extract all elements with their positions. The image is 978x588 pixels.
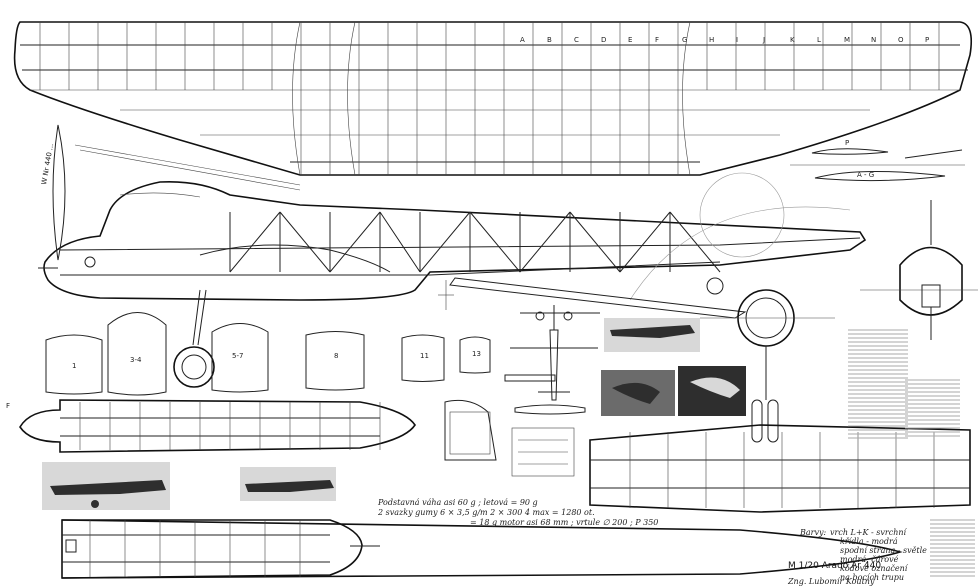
wing-rib-letter: C	[574, 36, 579, 44]
truss-diagonal	[419, 211, 471, 273]
spec-line-3: = 18 g motor asi 68 mm ; vrtule ∅ 200 ; …	[470, 518, 658, 527]
section-6-label: 13	[472, 350, 481, 358]
section-4-label: 8	[334, 352, 338, 360]
section-1-label: 1	[72, 362, 76, 370]
spec-line-2: 2 svazky gumy 6 × 3,5 g/m 2 × 300 4 max …	[377, 508, 595, 517]
wing-rib-letter: I	[736, 36, 738, 44]
reference-photos	[42, 318, 746, 510]
scale-title: M 1/20 Arado Ar 440	[788, 561, 881, 571]
lower-wing-panel	[589, 424, 971, 513]
author-name: Zng. Lubomír Koutný	[787, 577, 875, 586]
spec-line-1: Podstavná váha asi 60 g ; letová = 90 g	[377, 498, 538, 507]
wing-rib-letter: N	[871, 36, 876, 44]
rear-view	[860, 200, 978, 340]
wing-rib-letter: F	[655, 36, 659, 44]
three-view-sketches	[504, 305, 600, 477]
colors-text-1: vrch L+K - svrchní	[830, 528, 908, 537]
wing-rib-letter: J	[762, 36, 765, 44]
truss-diagonal	[619, 211, 671, 273]
airfoil-sections: P A - G	[790, 139, 965, 182]
truss-diagonal	[279, 211, 331, 273]
section-2-label: 3-4	[130, 356, 142, 364]
article-text-columns	[848, 329, 975, 577]
cross-sections-row: 1 3-4 5-7 8 11 13	[45, 280, 491, 396]
wing-rib-letter: K	[790, 36, 795, 44]
wing-rib-letter: O	[898, 36, 904, 44]
colors-text-2: křídla - modrá	[840, 537, 898, 546]
bottom-fuselage-plan	[61, 519, 903, 579]
side-label: F	[6, 402, 10, 410]
wing-rib-letter: A	[520, 36, 525, 44]
airfoil-ag-label: A - G	[857, 171, 874, 179]
truss-diagonal	[229, 211, 281, 273]
upper-wing-planform: A B C D E F G H I J K L M N O P	[13, 21, 973, 176]
airfoil-p-label: P	[845, 139, 849, 147]
colors-text-6: na bocích trupu	[840, 573, 904, 582]
front-view-nacelle	[700, 289, 835, 443]
wing-rib-letter: D	[601, 36, 606, 44]
fuselage-plan-view: F	[6, 399, 497, 461]
wing-rib-letter: H	[709, 36, 714, 44]
truss-diagonal	[569, 211, 621, 273]
truss-diagonal	[379, 211, 421, 273]
wing-rib-letter: G	[682, 36, 687, 44]
truss-diagonal	[329, 211, 381, 273]
colors-heading: Barvy:	[799, 528, 827, 537]
wing-rib-letter: E	[628, 36, 632, 44]
wing-rib-letter: P	[925, 36, 929, 44]
truss-diagonal	[669, 211, 721, 273]
wing-rib-letter: M	[844, 36, 850, 44]
handwritten-notes: Podstavná váha asi 60 g ; letová = 90 g …	[377, 498, 927, 582]
colors-text-4: modrá, čárové	[840, 555, 899, 564]
colors-text-3: spodní strana - světle	[840, 546, 927, 555]
colors-text-5: kódové označení	[840, 564, 909, 573]
section-5-label: 11	[420, 352, 429, 360]
truss-diagonal	[519, 211, 571, 273]
wing-rib-letter: L	[817, 36, 821, 44]
wing-rib-letter: B	[547, 36, 552, 44]
truss-diagonal	[469, 211, 521, 273]
title-block: M 1/20 Arado Ar 440 Zng. Lubomír Koutný	[787, 561, 881, 586]
section-3-label: 5-7	[232, 352, 243, 360]
